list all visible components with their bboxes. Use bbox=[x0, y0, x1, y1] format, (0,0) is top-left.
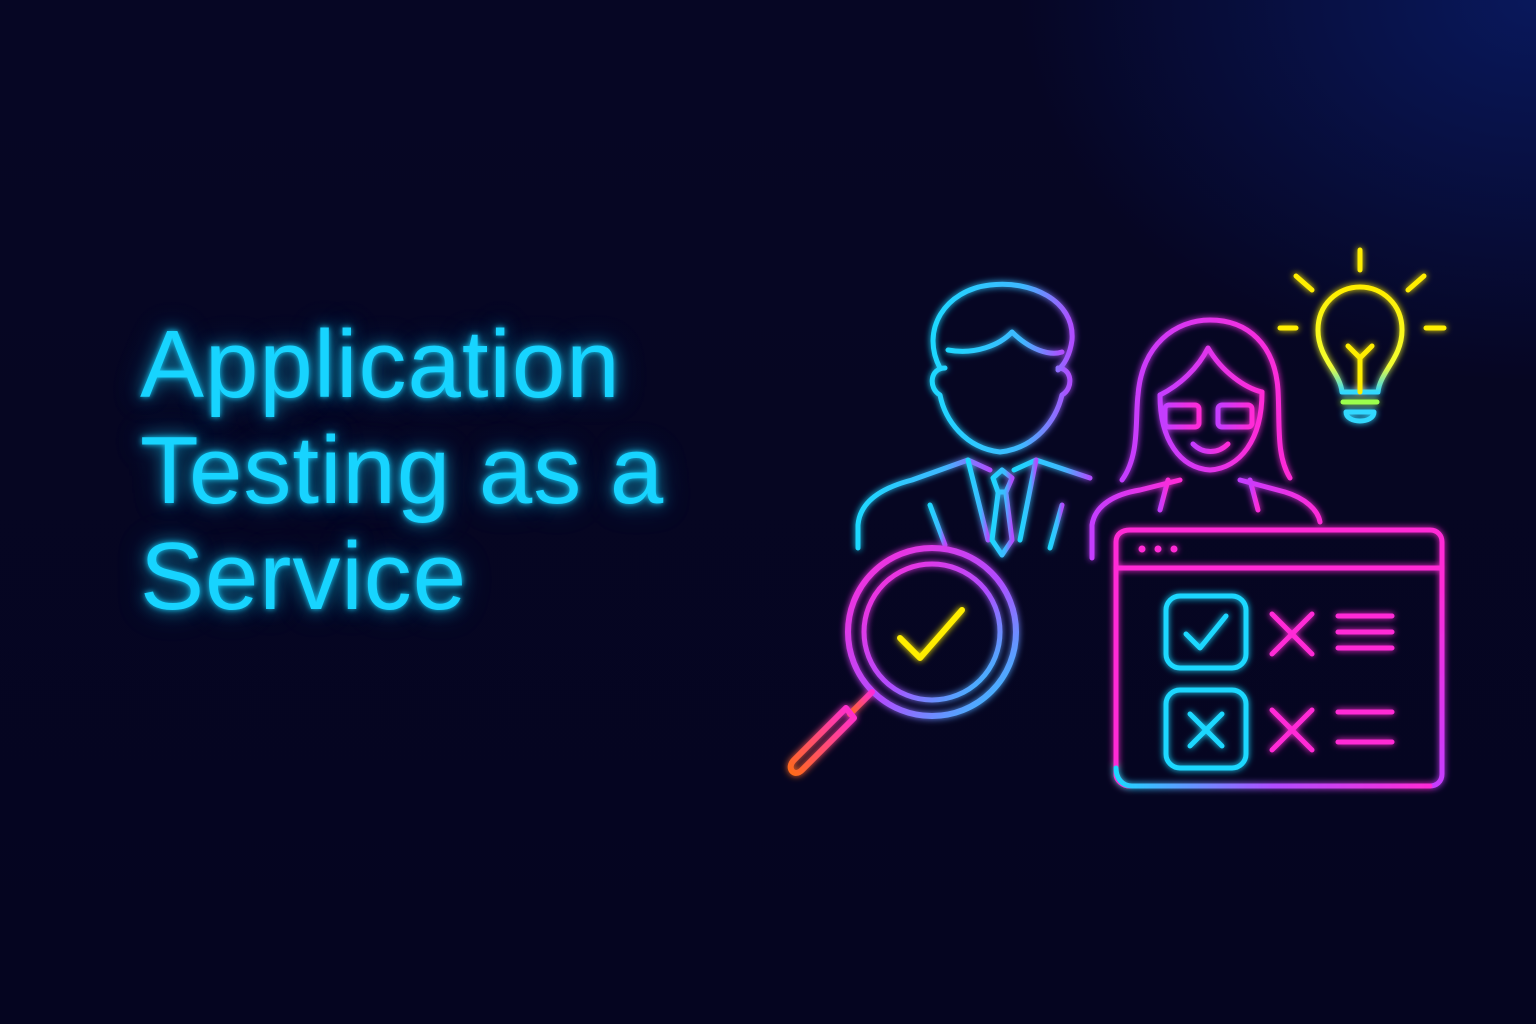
title-line-2: Testing as a bbox=[140, 417, 665, 524]
man-outline-icon bbox=[855, 281, 1093, 558]
browser-checklist-icon bbox=[1113, 527, 1445, 789]
lightbulb-icon bbox=[1277, 247, 1447, 424]
illustration-svg bbox=[787, 247, 1447, 789]
magnifying-glass-check-icon bbox=[787, 545, 1019, 776]
testing-illustration bbox=[760, 220, 1480, 840]
woman-with-glasses-icon bbox=[1089, 317, 1323, 561]
title-line-3: Service bbox=[140, 523, 468, 630]
page-title: Application Testing as a Service bbox=[140, 312, 840, 630]
title-line-1: Application bbox=[140, 311, 621, 418]
